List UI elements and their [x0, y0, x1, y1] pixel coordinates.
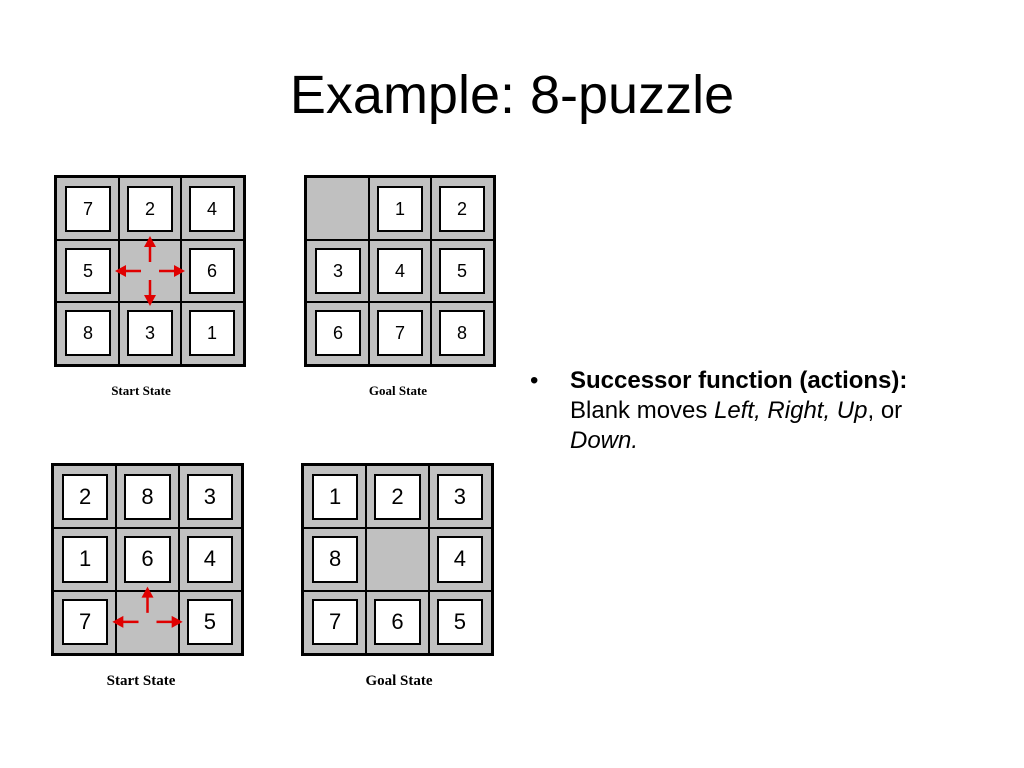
cell: 6 [367, 591, 428, 652]
grid-line [304, 527, 491, 530]
cell: 2 [55, 467, 116, 528]
cell: 7 [58, 179, 118, 239]
cell: 5 [58, 241, 118, 301]
cell: 4 [370, 241, 430, 301]
tile-2: 2 [127, 186, 173, 232]
cell: 2 [120, 179, 180, 239]
bullet-text: Successor function (actions): Blank move… [570, 366, 950, 456]
caption-top-start: Start State [111, 382, 171, 398]
cell: 4 [179, 529, 240, 590]
blank-cell [117, 591, 178, 652]
slide-title: Example: 8-puzzle [289, 65, 735, 125]
tile-3: 3 [436, 474, 483, 521]
tile-3: 3 [127, 310, 173, 356]
tile-4: 4 [189, 186, 235, 232]
cell: 3 [120, 303, 180, 363]
cell: 8 [305, 529, 366, 590]
blank-cell [367, 529, 428, 590]
grid-line [307, 301, 493, 303]
tile-4: 4 [377, 248, 423, 294]
tile-5: 5 [436, 598, 483, 645]
cell: 2 [367, 467, 428, 528]
blank-cell [120, 241, 180, 301]
cell: 6 [308, 303, 368, 363]
tile-1: 1 [377, 186, 423, 232]
caption-bottom-start: Start State [106, 673, 176, 690]
cell: 4 [182, 179, 242, 239]
tile-8: 8 [65, 310, 111, 356]
tile-5: 5 [186, 598, 233, 645]
tile-3: 3 [186, 474, 233, 521]
cell: 7 [305, 591, 366, 652]
cell: 3 [429, 467, 490, 528]
cell: 5 [179, 591, 240, 652]
bullet-text-part-1: Blank moves [570, 397, 715, 424]
tile-6: 6 [124, 536, 171, 583]
grid-line [427, 466, 430, 653]
cell: 3 [179, 467, 240, 528]
tile-4: 4 [186, 536, 233, 583]
grid-line [304, 589, 491, 592]
tile-8: 8 [439, 310, 485, 356]
cell: 7 [370, 303, 430, 363]
tile-2: 2 [62, 474, 109, 521]
cell: 6 [117, 529, 178, 590]
bullet-italic-part-1: Left, Right, Up [714, 397, 868, 424]
bullet-text-part-2: , or [867, 397, 903, 424]
tile-7: 7 [65, 186, 111, 232]
cell: 8 [58, 303, 118, 363]
tile-3: 3 [315, 248, 361, 294]
cell: 8 [117, 467, 178, 528]
tile-5: 5 [65, 248, 111, 294]
cell: 1 [182, 303, 242, 363]
cell: 1 [55, 529, 116, 590]
cell: 2 [432, 179, 492, 239]
tile-2: 2 [374, 474, 421, 521]
cell: 7 [55, 591, 116, 652]
caption-bottom-goal: Goal State [365, 673, 433, 690]
cell: 8 [432, 303, 492, 363]
caption-top-goal: Goal State [368, 382, 428, 398]
blank-cell [308, 179, 368, 239]
grid-line [115, 466, 118, 653]
tile-8: 8 [124, 474, 171, 521]
tile-2: 2 [439, 186, 485, 232]
tile-8: 8 [312, 536, 359, 583]
cell: 4 [429, 529, 490, 590]
grid-line [430, 178, 432, 364]
tile-6: 6 [189, 248, 235, 294]
cell: 5 [429, 591, 490, 652]
tile-1: 1 [312, 474, 359, 521]
cell: 1 [370, 179, 430, 239]
tile-1: 1 [189, 310, 235, 356]
cell: 1 [305, 467, 366, 528]
bullet-marker: • [530, 367, 539, 394]
bullet-italic-part-2: Down. [570, 427, 639, 454]
tile-7: 7 [312, 598, 359, 645]
grid-line [365, 466, 368, 653]
tile-7: 7 [377, 310, 423, 356]
tile-1: 1 [62, 536, 109, 583]
cell: 5 [432, 241, 492, 301]
cell: 3 [308, 241, 368, 301]
bullet-label: Successor function (actions): [570, 367, 908, 394]
grid-line [307, 239, 493, 241]
grid-line [368, 178, 370, 364]
tile-5: 5 [439, 248, 485, 294]
tile-7: 7 [62, 598, 109, 645]
tile-6: 6 [374, 598, 421, 645]
tile-6: 6 [315, 310, 361, 356]
tile-4: 4 [436, 536, 483, 583]
grid-line [177, 466, 180, 653]
cell: 6 [182, 241, 242, 301]
grid-line [54, 527, 241, 530]
